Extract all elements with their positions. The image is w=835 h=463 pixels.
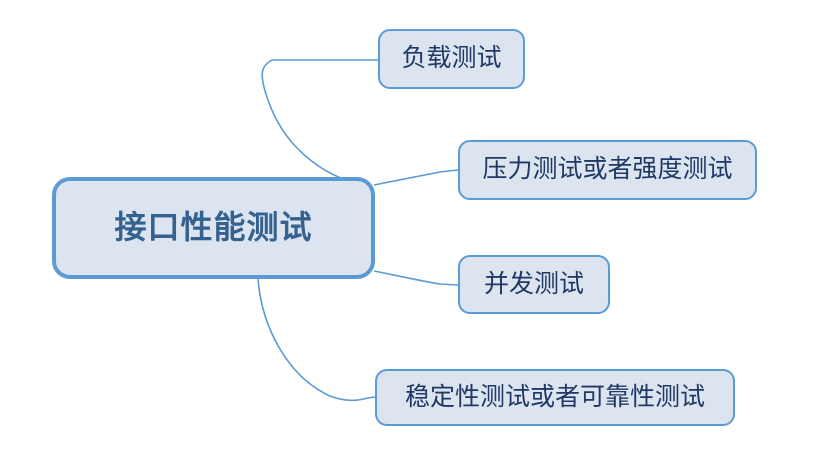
child-node-label: 并发测试 xyxy=(483,269,584,298)
connector-to-child-3 xyxy=(257,278,376,402)
root-node-label: 接口性能测试 xyxy=(114,209,313,246)
mind-map-child-node-stress-testing[interactable]: 压力测试或者强度测试 xyxy=(458,140,757,200)
child-node-label: 稳定性测试或者可靠性测试 xyxy=(404,382,705,411)
connector-to-child-0 xyxy=(261,59,378,187)
child-node-label: 压力测试或者强度测试 xyxy=(482,155,733,184)
mind-map-root-node[interactable]: 接口性能测试 xyxy=(52,177,375,279)
connector-to-child-1 xyxy=(373,169,459,186)
mind-map-child-node-stability-testing[interactable]: 稳定性测试或者可靠性测试 xyxy=(375,369,735,426)
mind-map-child-node-load-testing[interactable]: 负载测试 xyxy=(378,29,525,89)
mind-map-child-node-concurrency-testing[interactable]: 并发测试 xyxy=(458,255,610,314)
child-node-label: 负载测试 xyxy=(401,44,502,73)
connector-to-child-2 xyxy=(373,270,459,286)
